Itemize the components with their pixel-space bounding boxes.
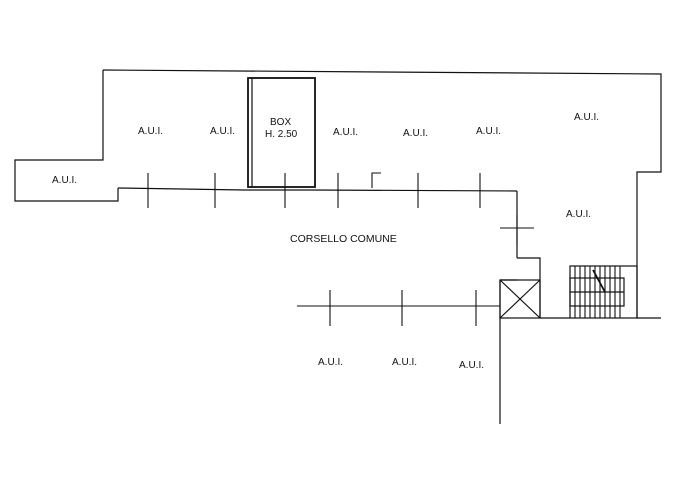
staircase — [569, 265, 638, 319]
box-height-label: H. 2.50 — [265, 129, 298, 140]
unit-label-9: A.U.I. — [392, 357, 417, 368]
unit-label-1: A.U.I. — [138, 126, 163, 137]
unit-label-6: A.U.I. — [574, 112, 599, 123]
unit-label-7: A.U.I. — [566, 209, 591, 220]
unit-label-5: A.U.I. — [476, 126, 501, 137]
labels: A.U.I. A.U.I. A.U.I. BOX H. 2.50 A.U.I. … — [52, 112, 599, 371]
outer-walls — [14, 69, 662, 319]
unit-label-10: A.U.I. — [459, 360, 484, 371]
bay-dividers-lower — [297, 290, 500, 326]
unit-label-left: A.U.I. — [52, 175, 77, 186]
elevator-shaft — [499, 279, 541, 319]
unit-label-3: A.U.I. — [333, 127, 358, 138]
corridor-label: CORSELLO COMUNE — [290, 233, 397, 245]
unit-label-2: A.U.I. — [210, 126, 235, 137]
unit-label-8: A.U.I. — [318, 357, 343, 368]
box-room — [247, 77, 316, 188]
bay-dividers-upper — [147, 172, 534, 245]
unit-label-4: A.U.I. — [403, 128, 428, 139]
corridor-walls — [499, 257, 570, 424]
box-label: BOX — [270, 117, 291, 128]
